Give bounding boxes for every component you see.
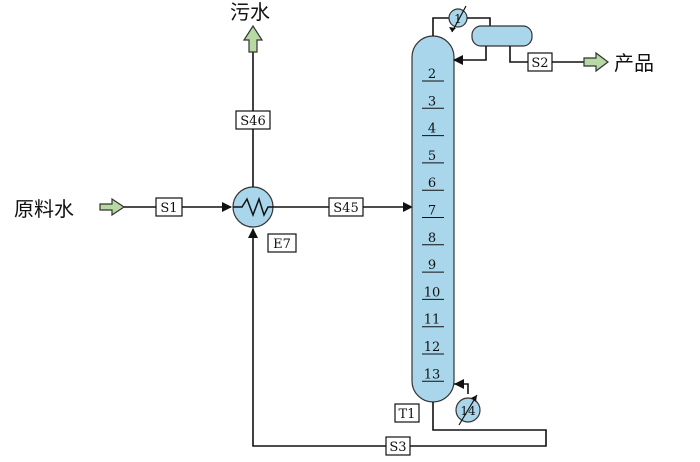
feed-arrow-icon [99, 197, 126, 217]
condenser-coolant-arrow-icon [449, 27, 456, 32]
condenser-outlet-line [467, 17, 491, 26]
stage-label: 4 [428, 122, 436, 137]
stream-s2-label: S2 [531, 56, 548, 71]
reflux-line [453, 46, 487, 65]
stage-label: 3 [428, 94, 436, 109]
column-box [394, 403, 420, 423]
stream-s46-box [235, 110, 271, 130]
stage-label: 6 [428, 176, 436, 191]
condenser-coolant-line [451, 5, 467, 33]
heat-exchanger-coil-icon [233, 196, 273, 218]
reboiler-steam-arrow-icon [471, 395, 477, 402]
product-arrow-icon [583, 51, 609, 73]
column-label: T1 [399, 407, 416, 422]
feed-label: 原料水 [14, 197, 74, 221]
stage-label: 10 [424, 285, 441, 300]
stage-label: 7 [428, 204, 436, 219]
stage-label: 5 [428, 149, 436, 164]
reboiler-label: 14 [460, 404, 476, 418]
stage-label: 2 [428, 67, 436, 82]
stage-label: 11 [424, 313, 441, 328]
stage-label: 13 [424, 367, 441, 382]
reflux-drum [471, 25, 533, 47]
stream-s45-label: S45 [333, 201, 358, 216]
column-stages: 2 3 4 5 6 7 8 9 10 11 12 13 [422, 67, 444, 382]
stream-s3-box [385, 436, 411, 456]
wastewater-arrow-icon [242, 24, 264, 53]
exchanger-label: E7 [273, 237, 291, 252]
reboiler-return-arrow-icon [454, 379, 464, 389]
overhead-vapor-line [432, 17, 449, 36]
stream-s1-box [155, 197, 183, 217]
product-line [509, 46, 584, 63]
product-label: 产品 [614, 51, 654, 75]
stage-label: 9 [428, 258, 436, 273]
stage-label: 12 [424, 340, 441, 355]
stream-s45-box [328, 197, 364, 217]
condenser-label: 1 [454, 12, 462, 26]
wastewater-label: 污水 [230, 0, 270, 24]
stream-s1-label: S1 [160, 201, 177, 216]
stage-label: 8 [428, 231, 436, 246]
stream-s46-label: S46 [240, 114, 265, 129]
stream-s3-label: S3 [389, 440, 406, 455]
stream-s2-box [527, 52, 553, 72]
exchanger-box [267, 233, 297, 253]
bottoms-line [248, 228, 547, 447]
